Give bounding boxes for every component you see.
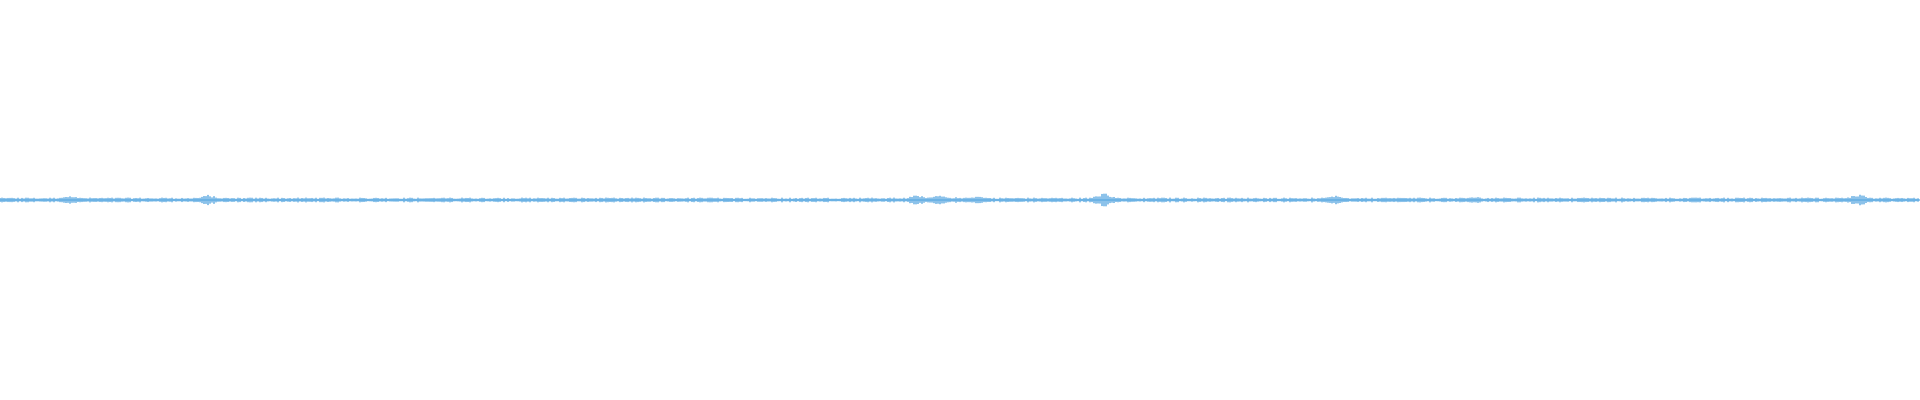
waveform-samples xyxy=(0,193,1919,207)
